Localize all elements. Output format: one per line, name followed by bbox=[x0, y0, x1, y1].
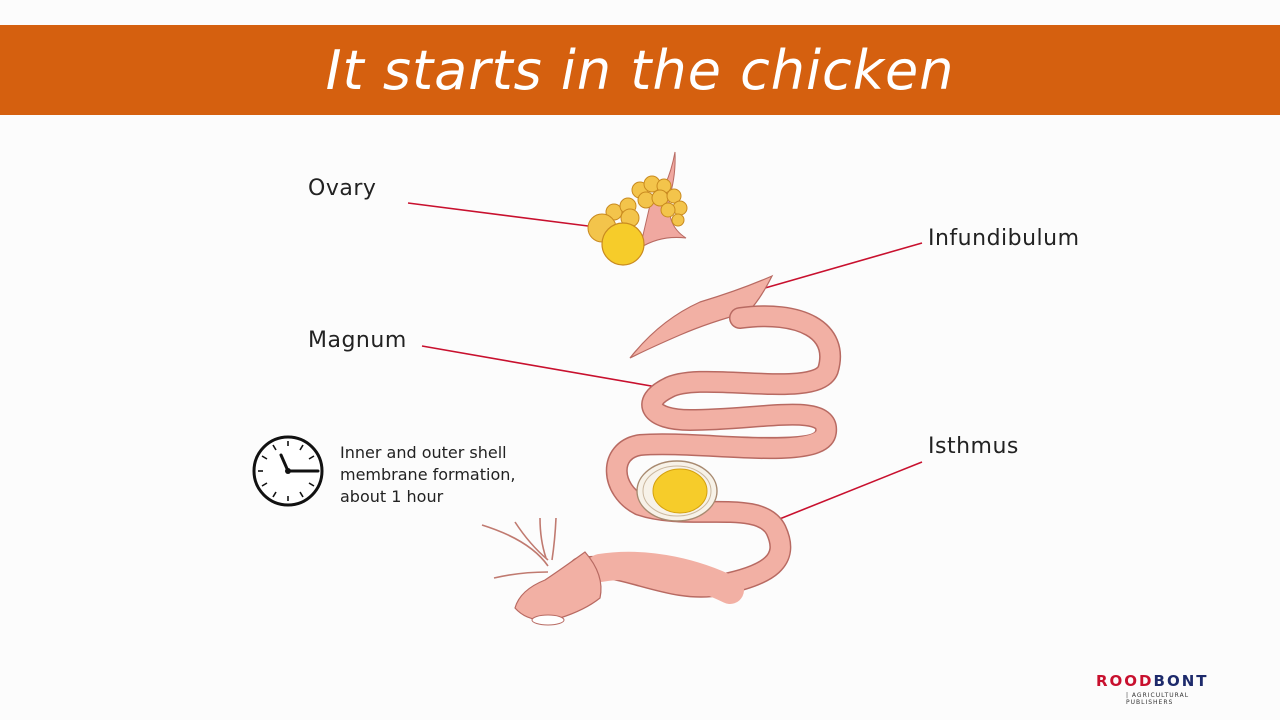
cloaca-illustration bbox=[514, 551, 602, 621]
title-bar: It starts in the chicken bbox=[0, 25, 1280, 115]
ovary-pointer-line bbox=[407, 202, 589, 227]
label-infundibulum: Infundibulum bbox=[928, 226, 1080, 251]
infundibulum-illustration bbox=[629, 274, 774, 359]
label-isthmus: Isthmus bbox=[928, 434, 1019, 459]
egg-illustration bbox=[636, 460, 718, 522]
publisher-logo: ROOD BONT | AGRICULTURAL PUBLISHERS bbox=[1096, 672, 1236, 706]
infundibulum-pointer-line bbox=[764, 242, 923, 289]
magnum-pointer-line bbox=[421, 345, 658, 388]
ligament-strands bbox=[481, 517, 557, 579]
oviduct-illustration bbox=[569, 305, 841, 604]
isthmus-pointer-line bbox=[771, 461, 923, 523]
duration-note: Inner and outer shell membrane formation… bbox=[340, 442, 515, 508]
clock-icon bbox=[252, 435, 324, 507]
label-ovary: Ovary bbox=[308, 176, 377, 201]
logo-tagline: | AGRICULTURAL PUBLISHERS bbox=[1126, 692, 1190, 706]
page-title: It starts in the chicken bbox=[325, 38, 955, 102]
logo-text-bont: BONT bbox=[1153, 672, 1209, 690]
note-line: about 1 hour bbox=[340, 487, 444, 506]
ovary-illustration bbox=[587, 151, 688, 266]
label-magnum: Magnum bbox=[308, 328, 407, 353]
note-line: Inner and outer shell bbox=[340, 443, 507, 462]
note-line: membrane formation, bbox=[340, 465, 516, 484]
logo-text-rood: ROOD bbox=[1096, 672, 1154, 690]
